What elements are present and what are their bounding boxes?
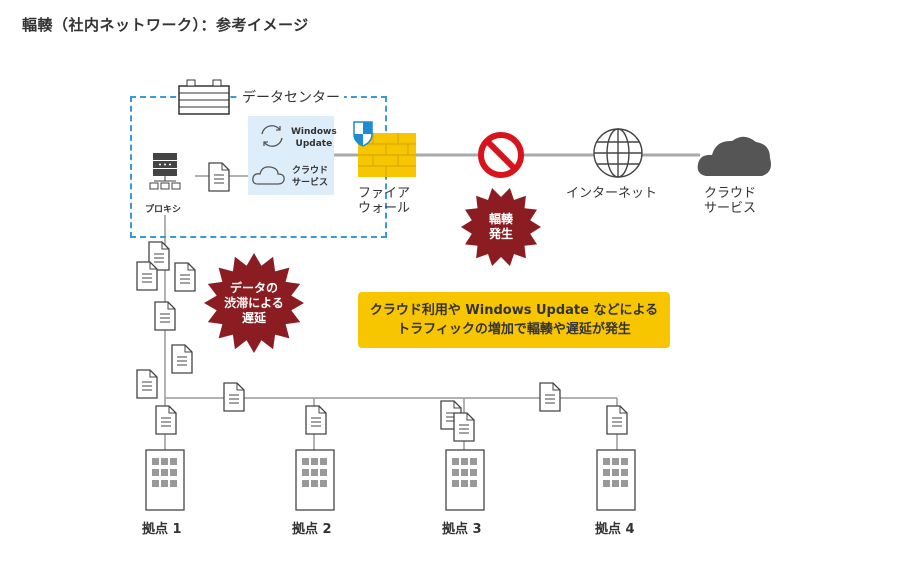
cloud-service-label: クラウドサービス (704, 186, 756, 216)
wu-line-1: Windows (291, 127, 337, 137)
proxy-label: プロキシ (145, 205, 182, 215)
datacenter-label: データセンター (238, 87, 344, 107)
firewall-label: ファイアウォール (358, 186, 410, 216)
delay-burst-text: データの渋滞による遅延 (214, 281, 294, 326)
delay-line-3: 遅延 (241, 311, 266, 325)
cloud-line-1: クラウド (704, 186, 757, 201)
callout-line-1: クラウド利用や Windows Update などによる (369, 303, 659, 318)
cloud-line-2: サービス (704, 201, 757, 216)
diagram-title: 輻輳（社内ネットワーク）：参考イメージ (22, 16, 309, 34)
callout-line-2: トラフィックの増加で輻輳や遅延が発生 (397, 322, 631, 337)
site-3-label: 拠点 3 (442, 522, 482, 537)
traffic-callout: クラウド利用や Windows Update などによる トラフィックの増加で輻… (358, 292, 670, 348)
wu-line-2: Update (295, 139, 333, 149)
congestion-line-1: 輻輳 (488, 212, 513, 226)
delay-line-2: 渋滞による (224, 296, 284, 310)
dc-cloud-line-1: クラウド (292, 166, 329, 176)
congestion-burst-text: 輻輳発生 (481, 212, 521, 242)
firewall-line-2: ウォール (358, 201, 411, 216)
congestion-line-2: 発生 (488, 227, 513, 241)
dc-cloud-service-label: クラウドサービス (292, 165, 328, 189)
delay-line-1: データの (229, 281, 278, 295)
firewall-line-1: ファイア (358, 186, 411, 201)
site-2-label: 拠点 2 (292, 522, 332, 537)
internet-label: インターネット (566, 186, 658, 201)
site-4-label: 拠点 4 (595, 522, 635, 537)
site-1-label: 拠点 1 (142, 522, 182, 537)
dc-cloud-line-2: サービス (292, 178, 329, 188)
